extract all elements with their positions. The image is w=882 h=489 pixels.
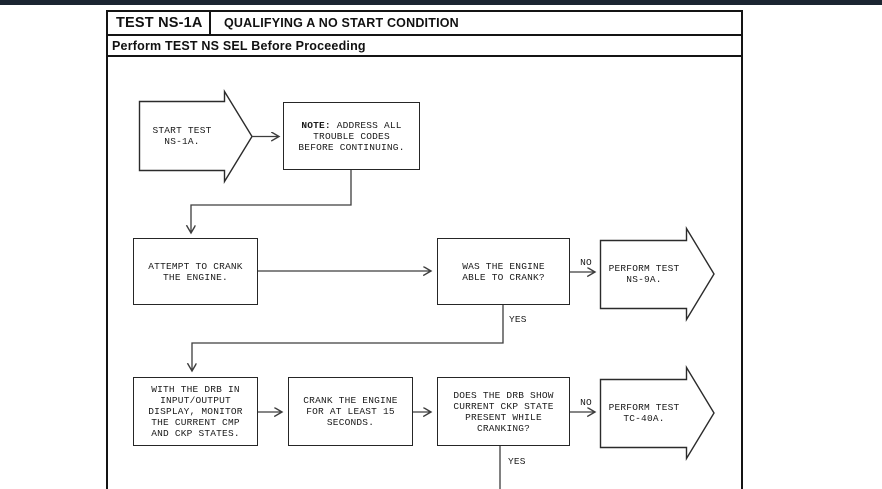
start-shape-text: START TEST NS-1A.	[139, 101, 225, 171]
ckp-state-question-box: DOES THE DRB SHOW CURRENT CKP STATE PRES…	[437, 377, 570, 446]
test-id-box: TEST NS-1A	[108, 12, 211, 34]
start-line: START TEST	[152, 125, 212, 136]
perform-tc40a-block-arrow	[599, 364, 715, 462]
ns9a-line: NS-9A.	[626, 274, 662, 285]
engine-crank-question-box: WAS THE ENGINE ABLE TO CRANK?	[437, 238, 570, 305]
top-divider-bar	[0, 0, 882, 5]
drb-line: INPUT/OUTPUT	[160, 395, 231, 406]
note-line: BEFORE CONTINUING.	[298, 141, 405, 153]
note-line: NOTE: ADDRESS ALL	[301, 120, 401, 131]
tc40a-line: TC-40A.	[623, 413, 665, 424]
yes-label-2: YES	[508, 456, 526, 467]
test-id-label: TEST NS-1A	[116, 15, 203, 31]
tc40a-line: PERFORM TEST	[608, 402, 680, 413]
perform-ns9a-block-arrow	[599, 225, 715, 323]
perform-tc40a-text: PERFORM TEST TC-40A.	[600, 379, 688, 447]
note-prefix: NOTE:	[301, 119, 331, 131]
was-line: ABLE TO CRANK?	[462, 271, 545, 283]
does-line: CURRENT CKP STATE	[453, 400, 554, 412]
drb-line: WITH THE DRB IN	[151, 384, 240, 395]
note-line: TROUBLE CODES	[313, 130, 390, 142]
drb-monitor-box: WITH THE DRB IN INPUT/OUTPUT DISPLAY, MO…	[133, 377, 258, 446]
crank-line: FOR AT LEAST 15	[306, 406, 395, 417]
page-subtitle: Perform TEST NS SEL Before Proceeding	[108, 36, 741, 57]
yes-label-1: YES	[509, 314, 527, 325]
does-line: PRESENT WHILE	[465, 411, 542, 423]
connector-note-to-attempt	[191, 170, 352, 233]
start-block-arrow	[138, 89, 253, 184]
start-line: NS-1A.	[164, 136, 200, 147]
page-title: QUALIFYING A NO START CONDITION	[224, 16, 459, 30]
crank-line: CRANK THE ENGINE	[303, 395, 398, 406]
drb-line: DISPLAY, MONITOR	[148, 406, 243, 417]
does-line: DOES THE DRB SHOW	[453, 389, 554, 401]
was-line: WAS THE ENGINE	[462, 260, 545, 272]
attempt-line: ATTEMPT TO CRANK	[148, 260, 243, 272]
ns9a-line: PERFORM TEST	[608, 263, 680, 274]
no-label-1: NO	[580, 257, 592, 268]
header-row: TEST NS-1A QUALIFYING A NO START CONDITI…	[108, 12, 741, 36]
note-box: NOTE: ADDRESS ALL TROUBLE CODES BEFORE C…	[283, 102, 420, 170]
attempt-line: THE ENGINE.	[163, 271, 228, 283]
crank-line: SECONDS.	[326, 417, 375, 428]
drb-line: THE CURRENT CMP	[151, 417, 240, 428]
connector-was-yes-to-drb	[192, 305, 504, 371]
perform-ns9a-text: PERFORM TEST NS-9A.	[600, 240, 688, 308]
drb-line: AND CKP STATES.	[151, 428, 240, 439]
note-line1-rest: ADDRESS ALL	[336, 119, 402, 131]
does-line: CRANKING?	[476, 422, 531, 434]
attempt-crank-box: ATTEMPT TO CRANK THE ENGINE.	[133, 238, 258, 305]
crank-engine-box: CRANK THE ENGINE FOR AT LEAST 15 SECONDS…	[288, 377, 413, 446]
no-label-2: NO	[580, 397, 592, 408]
